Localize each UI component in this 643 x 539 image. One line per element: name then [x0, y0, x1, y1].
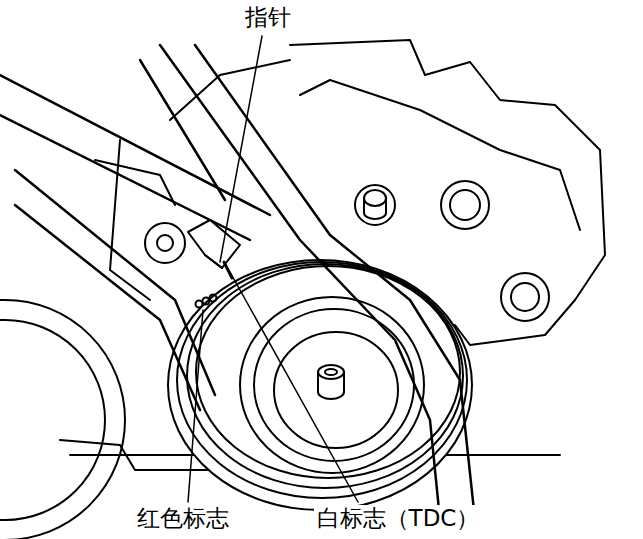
part-label: 红色标志	[134, 505, 232, 533]
part-label: 白标志（TDC）	[314, 505, 483, 533]
part-label: 指针	[242, 4, 294, 32]
